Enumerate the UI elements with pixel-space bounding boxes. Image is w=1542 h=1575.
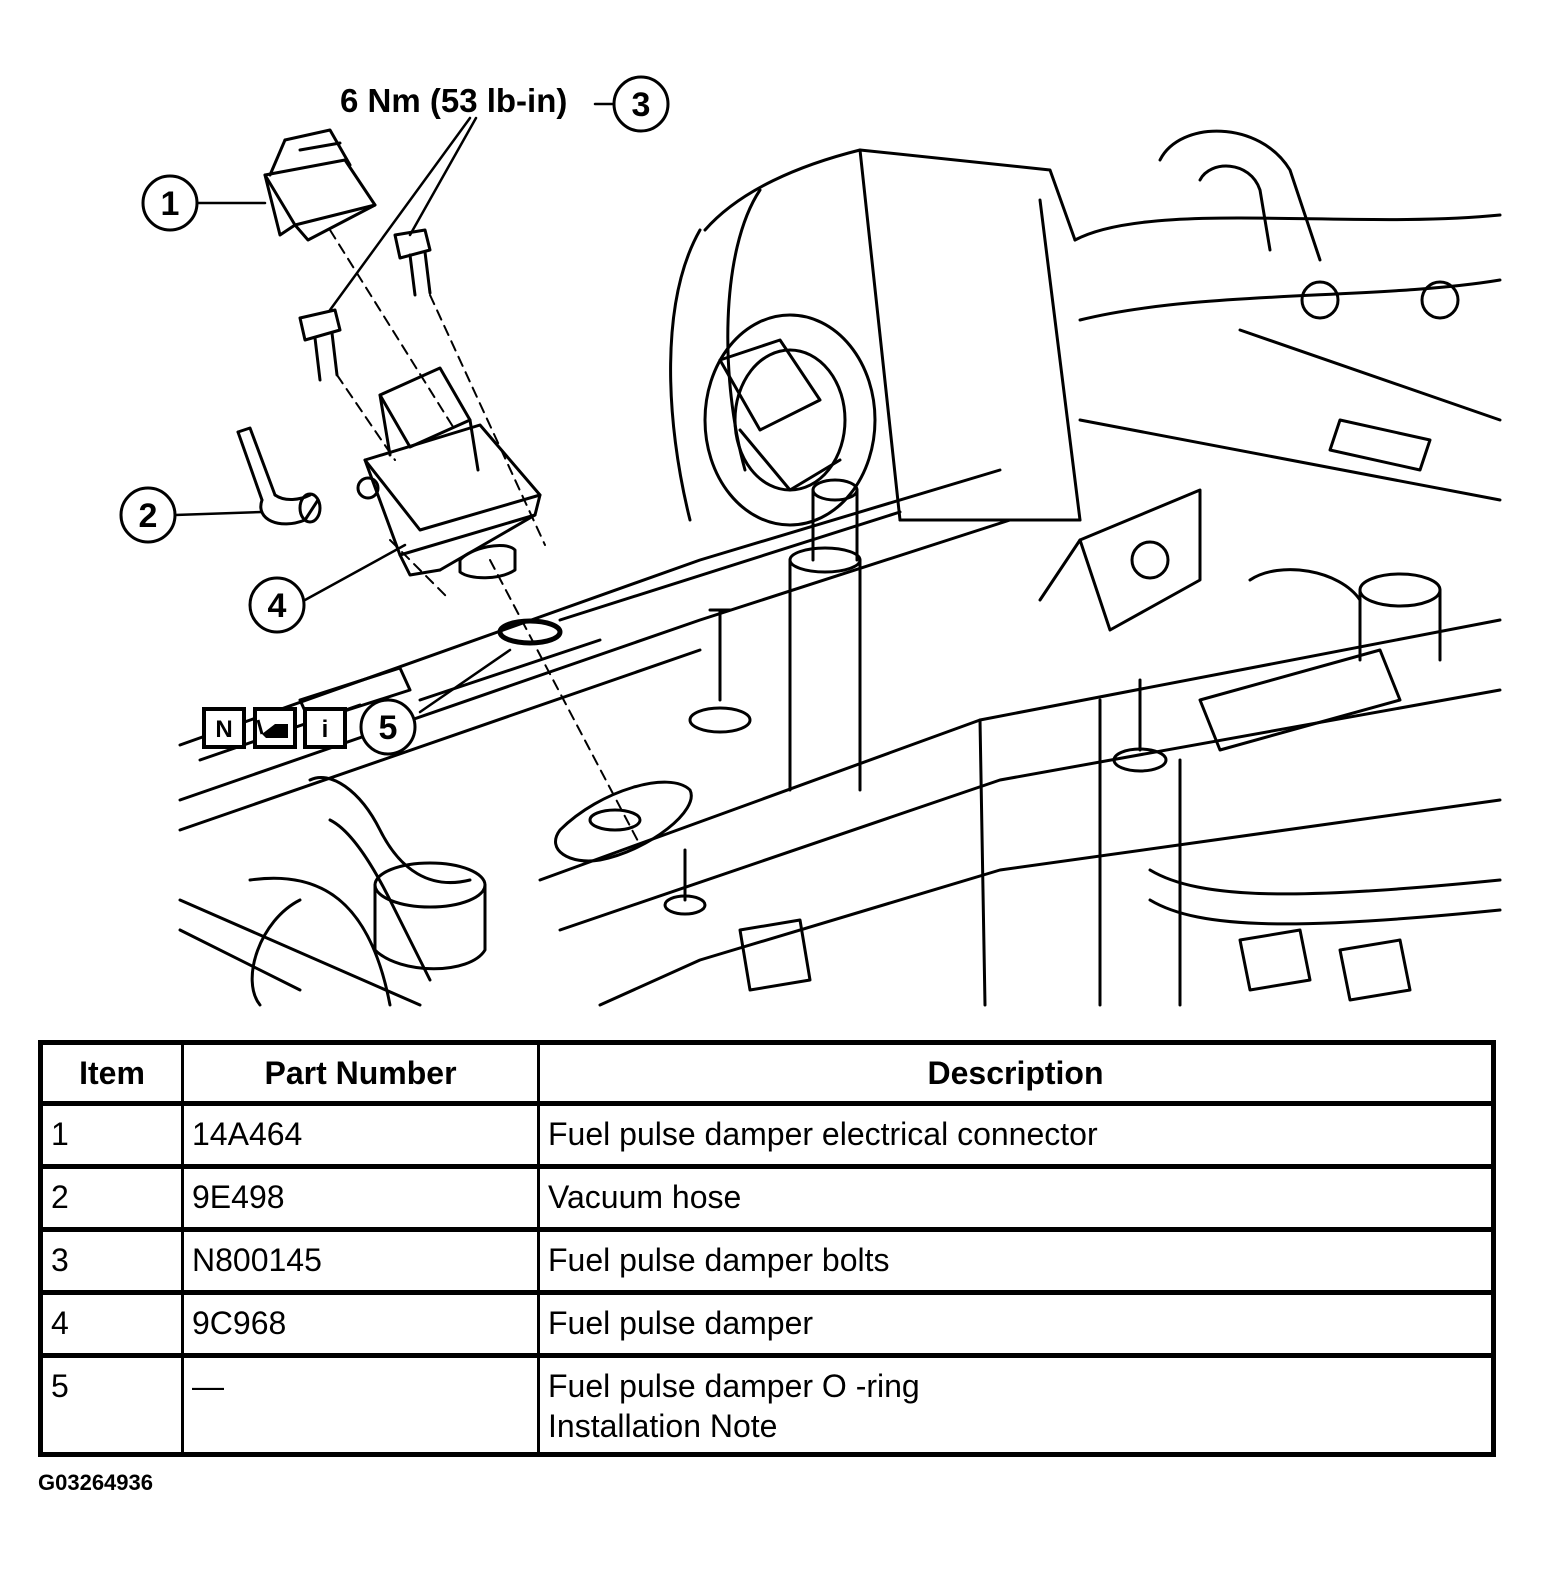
cell-description: Fuel pulse damper O -ring Installation N… [537, 1354, 1495, 1457]
cell-part-number: 14A464 [181, 1102, 540, 1169]
new-part-icon: N [202, 707, 246, 749]
callout-3: 3 [612, 75, 670, 133]
table-row: 1 14A464 Fuel pulse damper electrical co… [39, 1102, 1495, 1169]
description-line: Fuel pulse damper bolts [548, 1242, 890, 1278]
cell-description: Vacuum hose [537, 1165, 1495, 1232]
parts-table: Item Part Number Description 1 14A464 Fu… [38, 1040, 1496, 1457]
callout-2: 2 [119, 486, 177, 544]
fuel-pulse-damper-part [356, 366, 542, 580]
new-part-symbol-label: N [215, 716, 232, 743]
table-row: 5 — Fuel pulse damper O -ring Installati… [39, 1354, 1495, 1457]
vacuum-hose-part [236, 426, 322, 526]
cell-part-number: 9C968 [181, 1291, 540, 1358]
header-part-number: Part Number [181, 1041, 540, 1106]
o-ring-part [497, 618, 563, 646]
cell-part-number: N800145 [181, 1228, 540, 1295]
callout-5-label: 5 [379, 709, 398, 747]
table-header-row: Item Part Number Description [39, 1041, 1495, 1106]
exploded-view-diagram: 1 2 3 4 5 6 Nm (53 lb-in) N [119, 75, 1502, 1007]
damper-bolts-part [298, 228, 432, 382]
cell-description: Fuel pulse damper bolts [537, 1228, 1495, 1295]
table-row: 3 N800145 Fuel pulse damper bolts [39, 1228, 1495, 1295]
cell-item: 2 [39, 1165, 184, 1232]
alignment-lines [329, 229, 641, 846]
information-symbol-label: i [322, 716, 329, 743]
header-description: Description [537, 1041, 1495, 1106]
description-line: Vacuum hose [548, 1179, 742, 1215]
engine-line-art [178, 129, 1502, 1007]
header-item: Item [39, 1041, 184, 1106]
table-row: 2 9E498 Vacuum hose [39, 1165, 1495, 1232]
figure-id: G03264936 [38, 1470, 153, 1495]
cell-item: 1 [39, 1102, 184, 1169]
cell-item: 3 [39, 1228, 184, 1295]
table-row: 4 9C968 Fuel pulse damper [39, 1291, 1495, 1358]
callout-2-label: 2 [139, 497, 158, 535]
callout-1: 1 [141, 174, 199, 232]
torque-spec-label: 6 Nm (53 lb-in) [340, 82, 567, 119]
installation-note-link[interactable]: Installation Note [548, 1408, 778, 1444]
lubricate-oil-can-icon [253, 707, 297, 749]
leader-lines [173, 102, 615, 714]
cell-description: Fuel pulse damper electrical connector [537, 1102, 1495, 1169]
callout-4: 4 [248, 576, 306, 634]
callout-4-label: 4 [268, 587, 287, 625]
cell-item: 4 [39, 1291, 184, 1358]
cell-part-number: — [181, 1354, 540, 1457]
callout-5: 5 [359, 698, 417, 756]
cell-part-number: 9E498 [181, 1165, 540, 1232]
electrical-connector-part [263, 128, 377, 242]
description-line: Fuel pulse damper O -ring [548, 1368, 920, 1404]
cell-item: 5 [39, 1354, 184, 1457]
description-line: Fuel pulse damper electrical connector [548, 1116, 1098, 1152]
callout-1-label: 1 [161, 185, 180, 223]
description-line: Fuel pulse damper [548, 1305, 814, 1341]
cell-description: Fuel pulse damper [537, 1291, 1495, 1358]
callout-3-label: 3 [632, 86, 651, 124]
information-icon: i [303, 707, 347, 749]
